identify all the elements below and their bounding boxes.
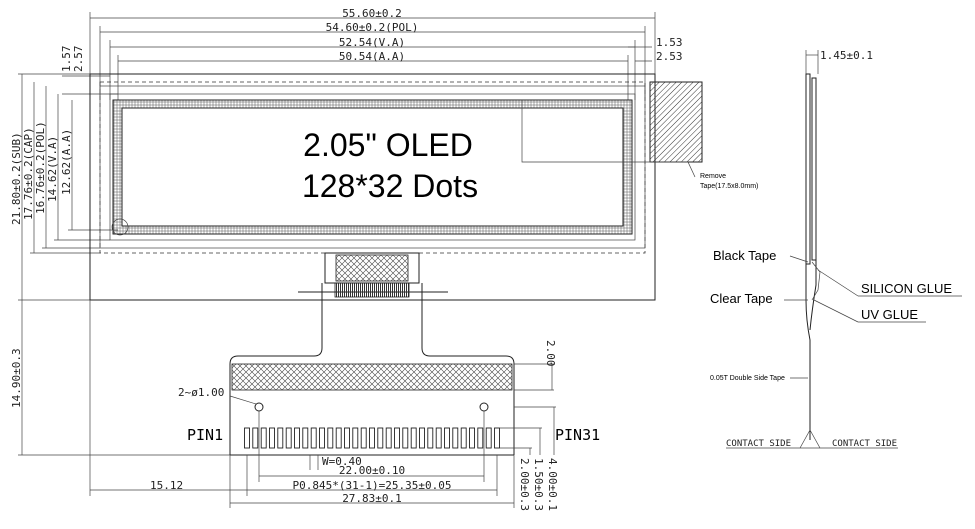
- fpc-pin: [469, 427, 475, 449]
- dim-right-2: 2.53: [656, 50, 683, 63]
- label-uv-glue: UV GLUE: [861, 307, 918, 322]
- fpc-pin: [477, 427, 484, 449]
- dim-h-cap: 17.76±0.2(CAP): [22, 127, 35, 220]
- fpc-pin: [460, 427, 467, 449]
- fpc-pin: [269, 427, 275, 449]
- fpc-pin: [319, 427, 325, 449]
- fpc-pin: [277, 427, 284, 449]
- fpc-pin: [252, 427, 259, 449]
- dim-fpc-width: 27.83±0.1: [342, 492, 402, 505]
- dim-v-400: 4.00±0.1: [546, 458, 559, 511]
- remove-tape-label-2: Tape(17.5x8.0mm): [700, 183, 758, 190]
- left-dimensions: 21.80±0.2(SUB) 17.76±0.2(CAP) 16.76±0.2(…: [10, 73, 240, 456]
- fpc-pin: [335, 427, 342, 449]
- fpc-pin: [360, 427, 367, 449]
- fpc-pin: [494, 427, 500, 449]
- dim-h-total: 14.90±0.3: [10, 348, 23, 408]
- dim-h-pol: 16.76±0.2(POL): [34, 121, 47, 214]
- fpc-pin: [452, 427, 459, 449]
- dim-h-va: 14.62(V.A): [46, 136, 59, 202]
- fpc-pin: [394, 427, 400, 449]
- dim-thickness: 1.45±0.1: [820, 49, 873, 62]
- fpc-pin: [419, 427, 425, 449]
- label-silicon-glue: SILICON GLUE: [861, 281, 952, 296]
- label-double-side-tape: 0.05T Double Side Tape: [710, 375, 785, 382]
- dim-pitch-span: 22.00±0.10: [339, 464, 405, 477]
- fpc-pin: [285, 427, 292, 449]
- dim-right-1: 1.53: [656, 36, 683, 49]
- dim-h-sub: 21.80±0.2(SUB): [10, 132, 23, 225]
- fpc-pin: [310, 427, 317, 449]
- fpc-pin: [327, 427, 334, 449]
- fpc-pin: [435, 427, 442, 449]
- fpc-pin: [294, 427, 300, 449]
- label-contact-side-right: CONTACT SIDE: [832, 439, 897, 449]
- fpc-pin: [260, 427, 267, 449]
- dim-aa-width: 50.54(A.A): [339, 50, 405, 63]
- fpc-dimensions: 2.00 2~ø1.00 W=0.40 22.00±0.10 P0.845*(3…: [89, 300, 559, 511]
- panel-outline: [89, 73, 656, 301]
- pin31-label: PIN31: [555, 426, 600, 444]
- fpc-pin: [402, 427, 409, 449]
- fpc-pin: [410, 427, 417, 449]
- dim-pitch: P0.845*(31-1)=25.35±0.05: [293, 479, 452, 492]
- fpc-pin: [377, 427, 384, 449]
- top-dimensions: 55.60±0.2 54.60±0.2(POL) 52.54(V.A) 50.5…: [60, 7, 683, 100]
- dim-pol-width: 54.60±0.2(POL): [326, 21, 419, 34]
- dim-fpc-top: 2.00: [544, 340, 557, 367]
- fpc-pin: [344, 427, 350, 449]
- fpc-pin: [244, 427, 250, 449]
- dim-offset-left: 15.12: [150, 479, 183, 492]
- dim-left-1: 2.57: [72, 46, 85, 73]
- dim-h-aa: 12.62(A.A): [60, 129, 73, 195]
- dim-v-150: 1.50±0.3: [532, 458, 545, 511]
- dim-sub-width: 55.60±0.2: [342, 7, 402, 20]
- fpc-pin: [352, 427, 359, 449]
- side-view: 1.45±0.1 Black Tape Clear Tape SILICON G…: [710, 49, 962, 449]
- fpc-tail: [229, 252, 515, 456]
- label-clear-tape: Clear Tape: [710, 291, 773, 306]
- display-title-line1: 2.05" OLED: [303, 127, 473, 163]
- label-contact-side-left: CONTACT SIDE: [726, 439, 791, 449]
- dim-pin-width: W=0.40: [322, 455, 362, 468]
- fpc-pin: [485, 427, 492, 449]
- fpc-pin: [444, 427, 450, 449]
- dim-v-200: 2.00±0.3: [518, 458, 531, 511]
- label-black-tape: Black Tape: [713, 248, 776, 263]
- remove-tape-label-1: Remove: [700, 173, 726, 180]
- fpc-pin: [302, 427, 309, 449]
- dim-va-width: 52.54(V.A): [339, 36, 405, 49]
- dim-holes: 2~ø1.00: [178, 386, 224, 399]
- dim-left-2: 1.57: [60, 46, 73, 73]
- remove-tape: Remove Tape(17.5x8.0mm): [521, 81, 758, 190]
- display-title-line2: 128*32 Dots: [302, 168, 478, 204]
- pin-row: [244, 427, 500, 449]
- pin1-label: PIN1: [187, 426, 223, 444]
- fpc-pin: [385, 427, 392, 449]
- fpc-pin: [427, 427, 434, 449]
- fpc-pin: [369, 427, 375, 449]
